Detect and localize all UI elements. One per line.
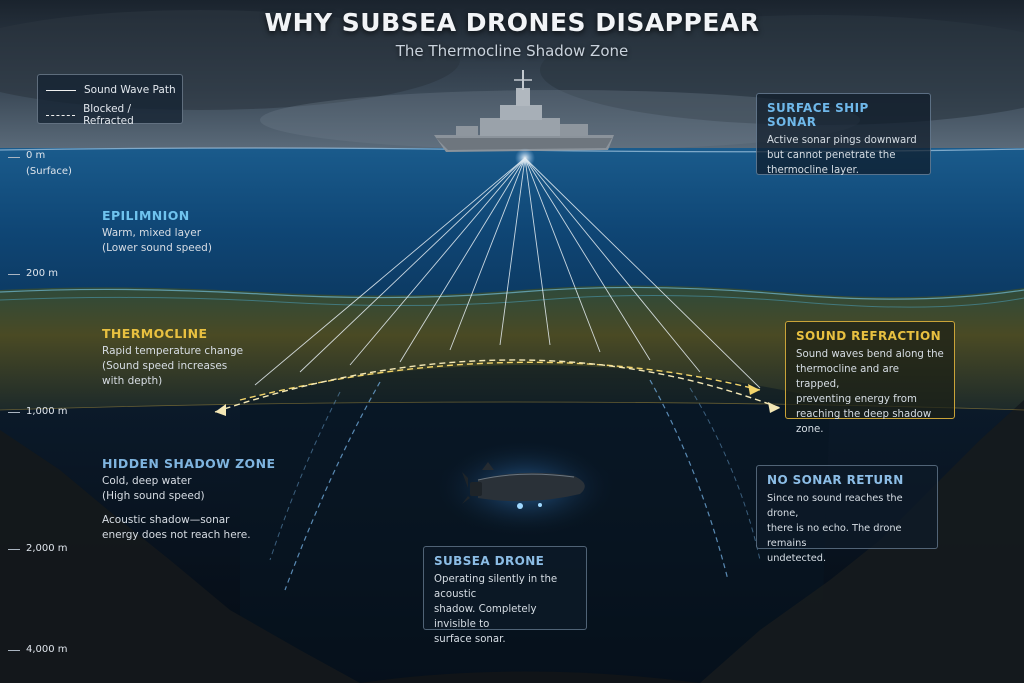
layer-title: EPILIMNION: [102, 208, 190, 223]
depth-tick: [8, 274, 20, 275]
layer-line: Cold, deep water: [102, 475, 192, 487]
layer-note: Acoustic shadow—sonar: [102, 514, 230, 526]
layer-title: THERMOCLINE: [102, 326, 208, 341]
sonar-ray: [524, 157, 651, 361]
box-line: Sound waves bend along the: [796, 349, 944, 360]
box-line: there is no echo. The drone remains: [767, 523, 902, 549]
layer-line: (High sound speed): [102, 490, 205, 502]
sonar-ray: [399, 157, 526, 363]
box-line: but cannot penetrate the: [767, 150, 896, 161]
sound-wave-paths: [254, 157, 761, 389]
layer-line: Rapid temperature change: [102, 345, 244, 357]
layer-line: (Sound speed increases: [102, 360, 228, 372]
box-line: undetected.: [767, 553, 827, 564]
legend-label-dashed: Blocked / Refracted: [83, 103, 134, 127]
sonar-ray: [299, 157, 526, 373]
subsea-drone-icon: [462, 462, 585, 509]
sonar-ray: [524, 157, 761, 389]
box-title: NO SONAR RETURN: [767, 473, 904, 487]
layer-shadow-zone: HIDDEN SHADOW ZONE Cold, deep water (Hig…: [102, 456, 275, 543]
depth-tick: [8, 157, 20, 158]
box-line: surface sonar.: [434, 634, 506, 645]
dashed-line-swatch: [46, 114, 76, 116]
layer-line: (Lower sound speed): [102, 242, 212, 254]
depth-label: 1,000 m: [26, 406, 68, 417]
depth-label: 200 m: [26, 268, 59, 279]
box-line: shadow. Completely invisible to: [434, 604, 537, 630]
legend-item-solid: Sound Wave Path: [46, 84, 176, 96]
depth-tick: [8, 549, 20, 550]
layer-line: with depth): [102, 375, 163, 387]
box-line: thermocline and are trapped,: [796, 364, 899, 390]
sonar-ray: [499, 157, 526, 346]
legend-label-solid: Sound Wave Path: [84, 84, 176, 96]
box-title: SOUND REFRACTION: [796, 329, 942, 343]
solid-line-swatch: [46, 89, 76, 91]
surface-sonar-box: SURFACE SHIP SONAR Active sonar pings do…: [756, 93, 931, 176]
sonar-ray: [524, 157, 701, 373]
depth-tick: [8, 412, 20, 413]
box-title: SURFACE SHIP SONAR: [767, 101, 869, 129]
box-line: reaching the deep shadow zone.: [796, 409, 932, 435]
sonar-ray: [254, 157, 526, 386]
box-line: Since no sound reaches the drone,: [767, 493, 903, 519]
subsea-drone-box: SUBSEA DRONE Operating silently in the a…: [423, 546, 587, 645]
box-line: preventing energy from: [796, 394, 917, 405]
legend: Sound Wave Path Blocked / Refracted: [37, 74, 183, 127]
depth-tick: [8, 650, 20, 651]
page-subtitle: The Thermocline Shadow Zone: [395, 42, 629, 60]
box-line: Active sonar pings downward: [767, 135, 917, 146]
warship-icon: [434, 70, 614, 152]
no-sonar-return-box: NO SONAR RETURN Since no sound reaches t…: [756, 465, 938, 564]
legend-item-dashed: Blocked / Refracted: [46, 103, 182, 127]
layer-thermocline: THERMOCLINE Rapid temperature change (So…: [102, 326, 243, 389]
box-title: SUBSEA DRONE: [434, 554, 545, 568]
sonar-ray: [524, 157, 551, 346]
refracted-wave-paths: [214, 359, 781, 591]
sonar-ray: [524, 157, 601, 353]
sonar-ray: [449, 157, 526, 351]
layer-line: Warm, mixed layer: [102, 227, 202, 239]
depth-label: (Surface): [26, 166, 72, 177]
layer-epilimnion: EPILIMNION Warm, mixed layer (Lower soun…: [102, 208, 212, 256]
depth-label: 4,000 m: [26, 644, 68, 655]
page-title: WHY SUBSEA DRONES DISAPPEAR: [264, 8, 760, 37]
layer-note: energy does not reach here.: [102, 529, 251, 541]
layer-title: HIDDEN SHADOW ZONE: [102, 456, 276, 471]
depth-label: 0 m: [26, 150, 46, 161]
depth-label: 2,000 m: [26, 543, 68, 554]
sonar-ray: [349, 157, 526, 366]
box-line: Operating silently in the acoustic: [434, 574, 558, 600]
box-line: thermocline layer.: [767, 165, 859, 176]
sound-refraction-box: SOUND REFRACTION Sound waves bend along …: [785, 321, 955, 435]
